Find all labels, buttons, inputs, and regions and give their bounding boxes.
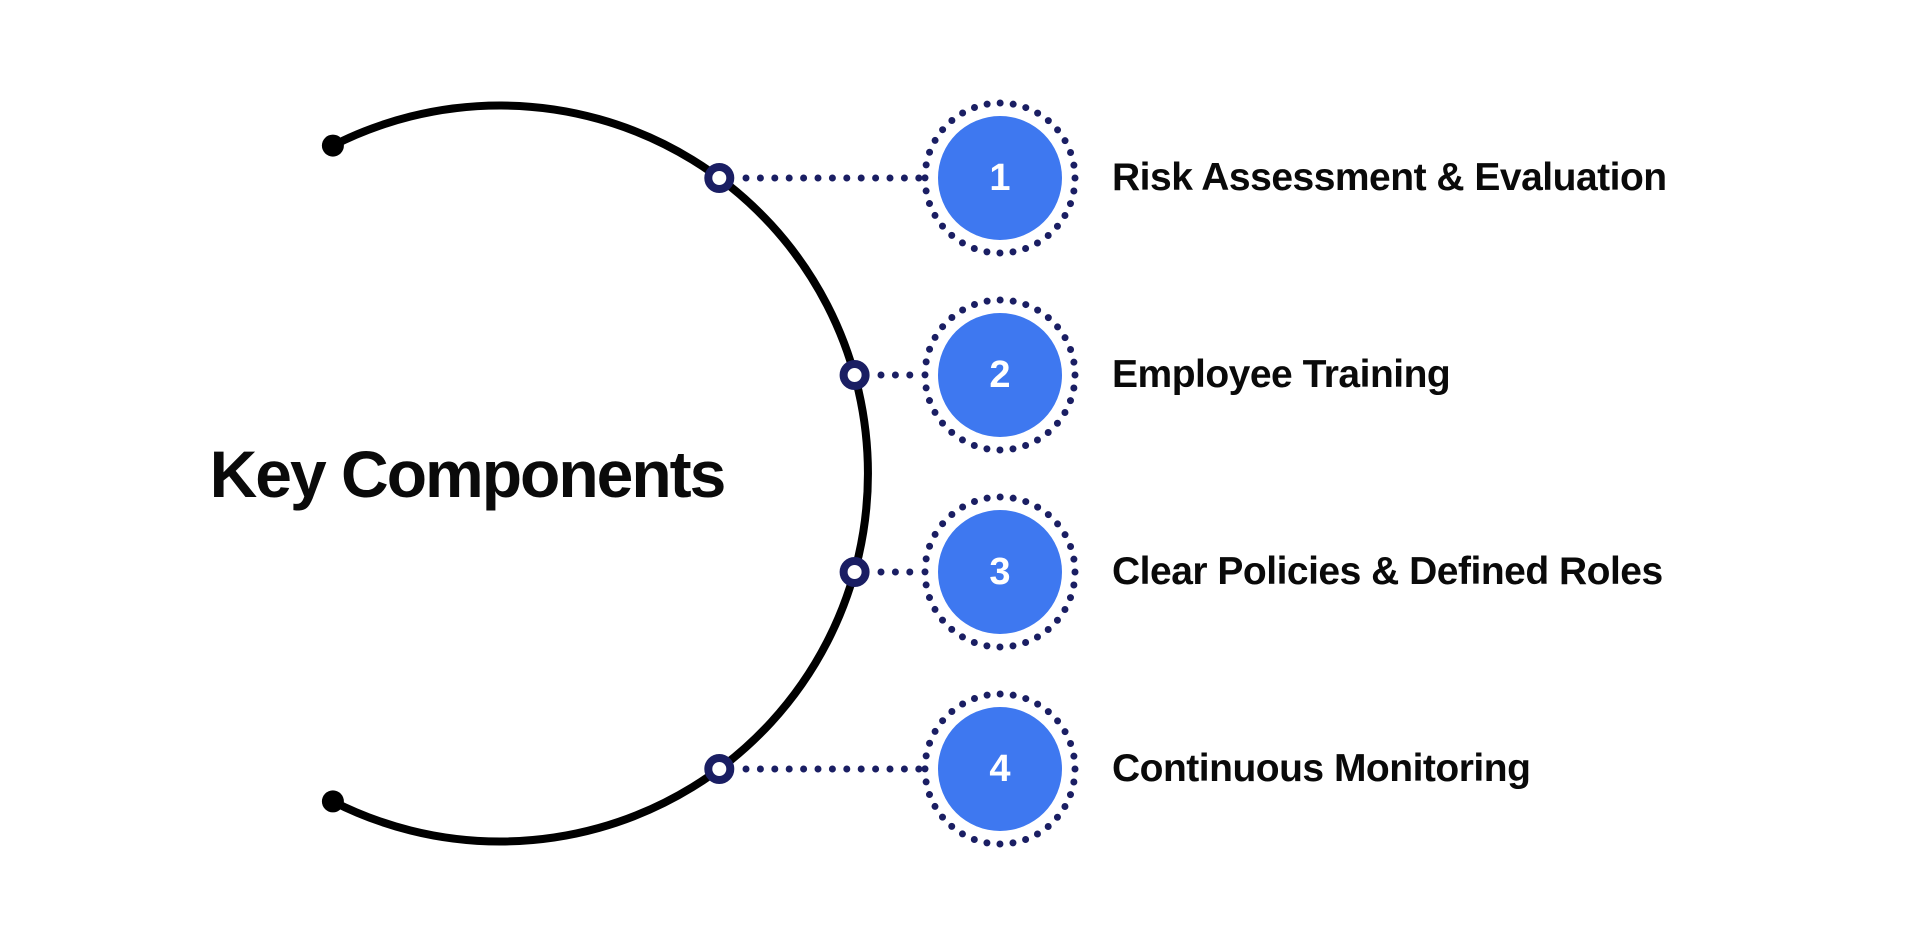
main-arc [331, 101, 872, 846]
blue-circle [938, 510, 1062, 634]
arc-node-ring-1 [704, 163, 735, 193]
list-item-3: 3 Clear Policies & Defined Roles [920, 492, 1780, 652]
arc-endpoint-dot-bottom [321, 790, 344, 813]
blue-circle [938, 116, 1062, 240]
item-label: Employee Training [1112, 353, 1451, 396]
numbered-circle-2 [921, 296, 1079, 454]
list-item-2: 2 Employee Training [920, 295, 1780, 455]
numbered-circle-4 [921, 690, 1079, 848]
dotted-ring-icon [921, 493, 1079, 651]
blue-circle [938, 313, 1062, 437]
arc-node-ring-4 [704, 754, 735, 784]
item-label: Clear Policies & Defined Roles [1112, 550, 1663, 593]
blue-circle [938, 707, 1062, 831]
arc-endpoint-dot-top [321, 134, 344, 157]
dotted-ring-icon [921, 296, 1079, 454]
list-item-1: 1 Risk Assessment & Evaluation [920, 98, 1780, 258]
item-label: Risk Assessment & Evaluation [1112, 156, 1667, 199]
list-item-4: 4 Continuous Monitoring [920, 689, 1780, 849]
dotted-ring-icon [921, 690, 1079, 848]
page-title: Key Components [209, 437, 727, 511]
arc-node-ring-3 [839, 557, 870, 587]
item-label: Continuous Monitoring [1112, 747, 1531, 790]
item-number: 1 [989, 156, 1011, 199]
item-number: 4 [989, 747, 1011, 790]
item-number: 2 [989, 353, 1011, 396]
arc-node-ring-2 [839, 360, 870, 390]
numbered-circle-1 [921, 99, 1079, 257]
dotted-ring-icon [921, 99, 1079, 257]
item-number: 3 [989, 550, 1011, 593]
numbered-circle-3 [921, 493, 1079, 651]
